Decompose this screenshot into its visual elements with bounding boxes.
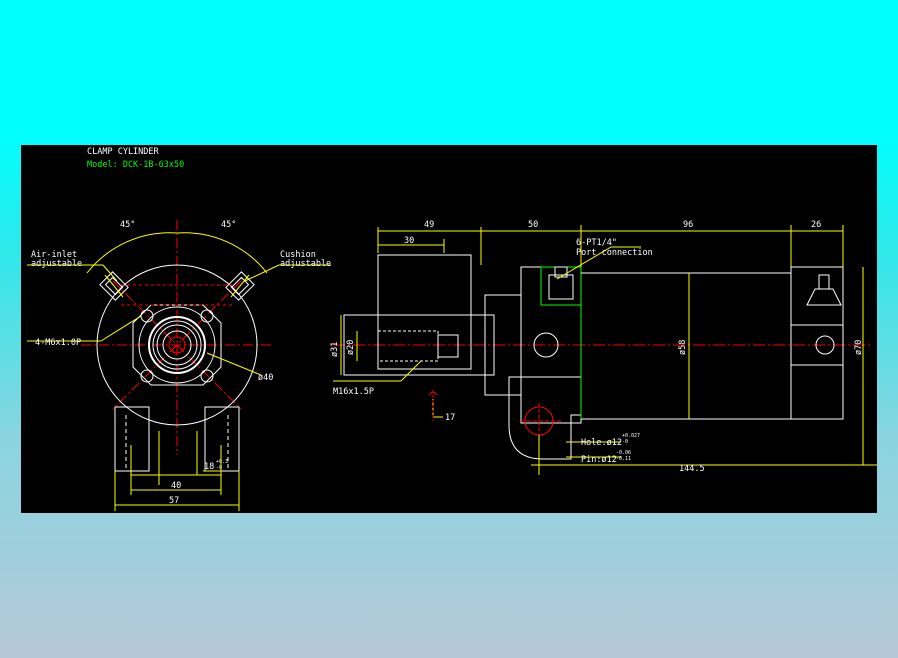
end-view-right-lug (204, 406, 240, 472)
flange-bore (533, 332, 559, 358)
air-inlet-label-line1: Air-inlet (31, 250, 77, 260)
rod-thread (377, 330, 439, 362)
end-view (81, 220, 271, 472)
angle-arc-left (86, 232, 178, 274)
port-connection-label: Port connection (576, 248, 653, 258)
angle-arc-right (176, 232, 268, 274)
end-cap (790, 266, 844, 420)
cushion-valve (225, 271, 255, 301)
pitch-dia-label: ø40 (258, 373, 273, 383)
dim-26-label: 26 (811, 220, 821, 230)
datum-symbol (428, 391, 438, 396)
bolt-hole-bottom-left (140, 369, 154, 383)
dim-144-5-label: 144.5 (679, 464, 705, 474)
air-inlet-valve (99, 271, 129, 301)
dim-49-label: 49 (424, 220, 434, 230)
dim-96-label: 96 (683, 220, 693, 230)
end-view-body-outline (96, 264, 258, 426)
width-inner-label: 40 (171, 481, 181, 491)
bolt-hole-top-right (200, 309, 214, 323)
end-view-flange (132, 304, 222, 386)
dim-50-label: 50 (528, 220, 538, 230)
pivot-ear (508, 376, 582, 460)
port-fitting (548, 274, 574, 300)
hole-tol-upper: +0.027 (622, 433, 640, 439)
angle-left-label: 45° (120, 220, 135, 230)
port-label: 6-PT1/4" (576, 238, 617, 248)
end-view-left-lug (114, 406, 150, 472)
hole-tol-lower: -0 (622, 439, 628, 445)
pin-tol-lower: -0.11 (616, 456, 631, 462)
dim-17-label: 17 (445, 413, 455, 423)
air-inlet-label-line2: adjustable (31, 259, 82, 269)
cushion-label-line1: Cushion (280, 250, 316, 260)
cushion-label-line2: adjustable (280, 259, 331, 269)
end-view-dimensions (27, 232, 331, 511)
rod-envelope (343, 314, 495, 376)
cad-drawing-canvas: CLAMP CYLINDER Model: DCK-1B-63x50 (21, 145, 877, 513)
slot-tol-lower: -0 (216, 465, 222, 471)
dia-58-label: ø58 (678, 340, 688, 355)
hole-label: Hole.ø12 (581, 438, 622, 448)
model-label: Model: DCK-1B-63x50 (87, 160, 184, 170)
end-cap-valve (806, 288, 842, 306)
slot-tol-upper: +0.3 (216, 459, 228, 465)
width-outer-label: 57 (169, 496, 179, 506)
thread-label: M16x1.5P (333, 387, 374, 397)
end-cap-port (815, 335, 835, 355)
slot-width-label: 18 (204, 462, 214, 472)
pin-tol-upper: -0.06 (616, 450, 631, 456)
dia-31-label: ø31 (330, 342, 340, 357)
end-view-pitch-circle (138, 306, 216, 384)
side-view-dimensions (333, 225, 877, 475)
dim-30-label: 30 (404, 236, 414, 246)
dia-20-label: ø20 (346, 340, 356, 355)
bolt-holes-label: 4-M6x1.0P (35, 338, 81, 348)
end-view-diagonal-centerline-2 (112, 280, 242, 410)
side-view (333, 254, 871, 460)
angle-right-label: 45° (221, 220, 236, 230)
bolt-hole-top-left (140, 309, 154, 323)
drawing-title: CLAMP CYLINDER (87, 147, 160, 157)
dia-70-label: ø70 (854, 340, 864, 355)
bolt-hole-bottom-right (200, 369, 214, 383)
pin-label: Pin:ø12 (581, 455, 617, 465)
rod-body (377, 254, 472, 370)
